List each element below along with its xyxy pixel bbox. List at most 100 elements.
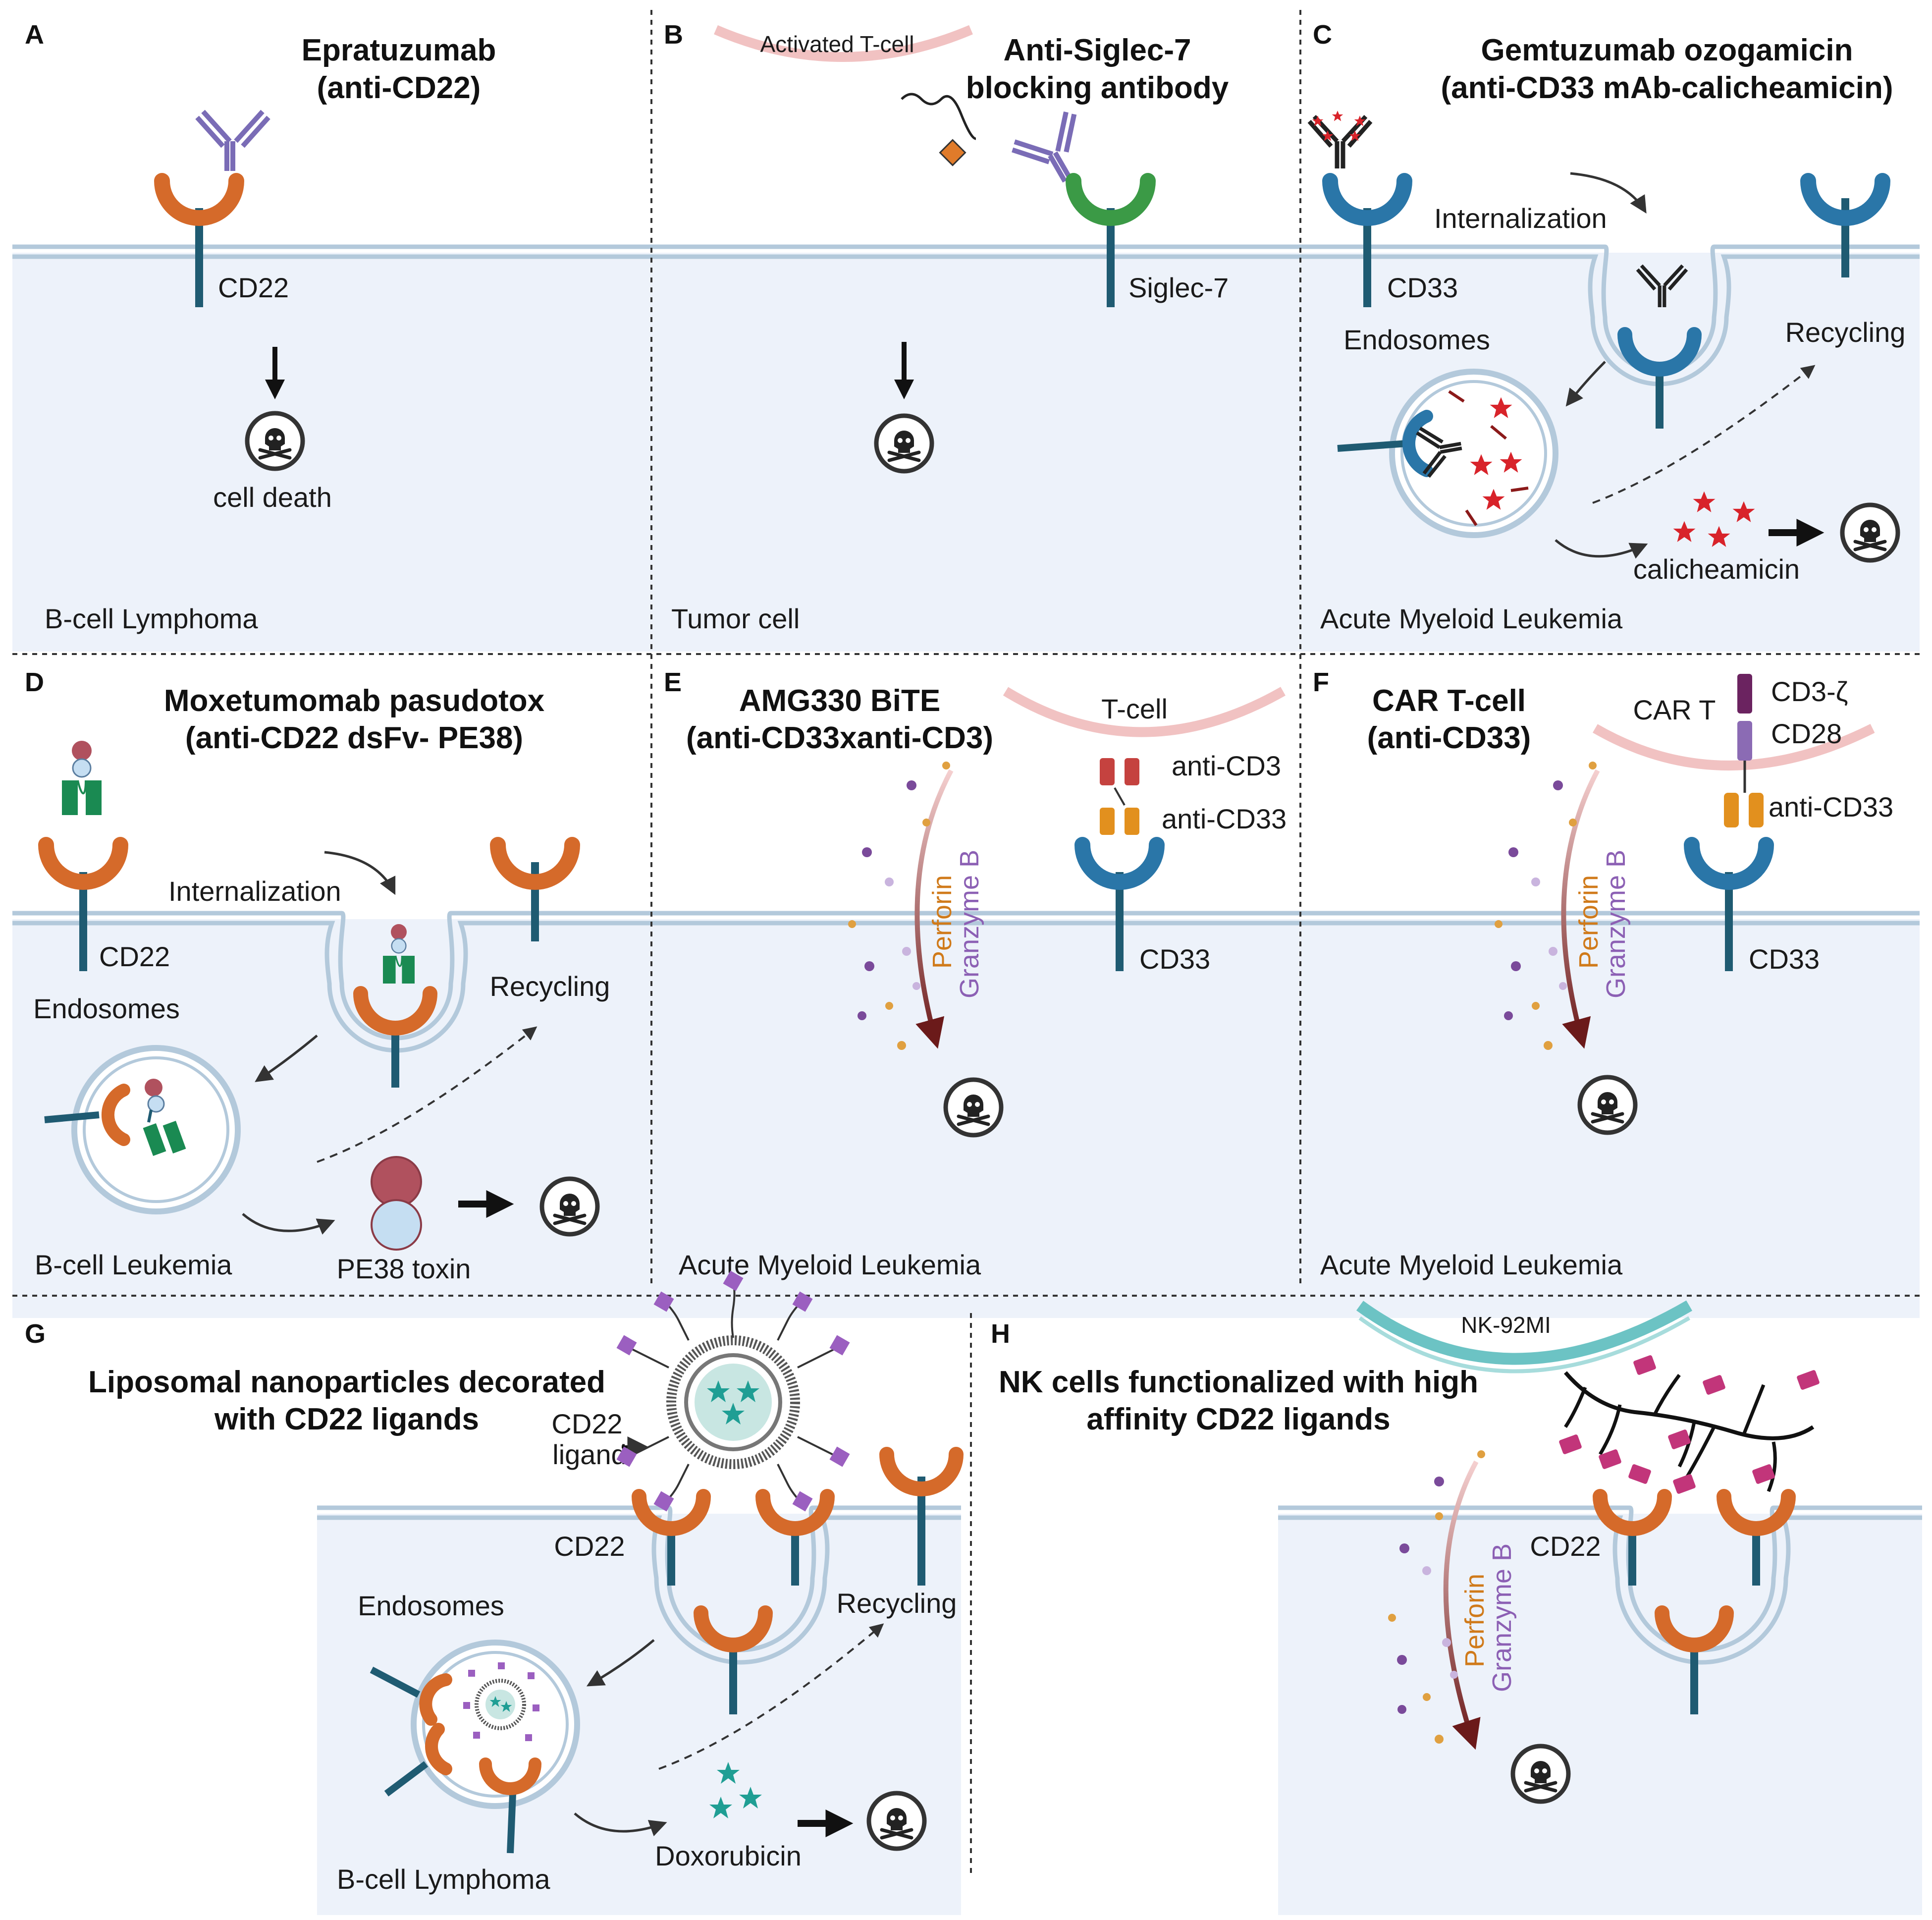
granule-dots (1388, 1450, 1485, 1744)
panel-d: D Moxetumomab pasudotox (anti-CD22 dsFv-… (25, 667, 610, 1284)
anti-cd33-label: anti-CD33 (1769, 791, 1893, 823)
granzyme-b-label: Granzyme B (955, 850, 984, 998)
bite-molecule-icon (1100, 758, 1139, 835)
panel-f-title-line1: CAR T-cell (1372, 684, 1526, 718)
internalized-cd22-icon (1655, 1605, 1734, 1652)
anti-cd33-label: anti-CD33 (1162, 803, 1287, 834)
cell-type-label: Acute Myeloid Leukemia (1320, 1249, 1623, 1280)
nk-cell-membrane (1356, 1300, 1693, 1365)
arrow-icon (1565, 361, 1606, 407)
internalized-cd22-icon (353, 986, 437, 1036)
panel-dividers (12, 10, 1920, 1878)
panel-f-title-line2: (anti-CD33) (1367, 721, 1531, 755)
panel-letter-f: F (1313, 667, 1329, 697)
epratuzumab-antibody-icon (197, 111, 268, 171)
arrow-icon (324, 851, 396, 895)
arrow-icon (255, 1035, 318, 1082)
panel-g-title-line2: with CD22 ligands (214, 1402, 479, 1436)
recycling-label: Recycling (1785, 317, 1906, 348)
cd28-label: CD28 (1771, 718, 1842, 749)
cd33-label: CD33 (1139, 943, 1210, 975)
internalization-label: Internalization (168, 876, 341, 907)
panel-letter-h: H (991, 1319, 1010, 1349)
panel-d-title-line1: Moxetumomab pasudotox (164, 684, 545, 718)
perforin-label: Perforin (1460, 1574, 1490, 1667)
panel-a-title-line1: Epratuzumab (302, 33, 496, 67)
internalization-label: Internalization (1434, 203, 1607, 234)
perforin-label: Perforin (1574, 875, 1604, 969)
endosomes-label: Endosomes (33, 993, 180, 1024)
panel-letter-a: A (25, 20, 44, 50)
arrow-icon (242, 1213, 335, 1235)
panel-c-title-line2: (anti-CD33 mAb-calicheamicin) (1441, 71, 1893, 105)
cd28-domain-icon (1737, 721, 1752, 761)
cell-type-label: Acute Myeloid Leukemia (1320, 603, 1623, 634)
panel-letter-g: G (25, 1319, 46, 1349)
cell-type-label: Acute Myeloid Leukemia (679, 1249, 981, 1280)
panel-h-title-line1: NK cells functionalized with high (999, 1365, 1478, 1399)
recycled-cd22-icon (879, 1447, 964, 1496)
cell-type-label: B-cell Lymphoma (337, 1864, 550, 1895)
perforin-label: Perforin (927, 875, 957, 969)
cytotoxic-arrow (1561, 769, 1600, 1049)
activated-t-cell-label: Activated T-cell (760, 31, 914, 57)
panel-a-title-line2: (anti-CD22) (317, 71, 481, 105)
cd22-receptor-icon (38, 837, 128, 890)
t-cell-label: T-cell (1101, 693, 1168, 724)
panel-c-title-line1: Gemtuzumab ozogamicin (1481, 33, 1853, 67)
endosomal-liposome-icon (463, 1662, 539, 1741)
skull-icon (542, 1179, 597, 1234)
liposome-icon (616, 1270, 850, 1512)
cytotoxic-arrow (914, 769, 954, 1049)
panel-letter-c: C (1313, 20, 1332, 50)
cell-death-label: cell death (213, 482, 332, 513)
granzyme-b-label: Granzyme B (1601, 850, 1631, 998)
panel-h-title-line2: affinity CD22 ligands (1086, 1402, 1390, 1436)
cd22-ligand-label-line2: ligand (552, 1439, 626, 1470)
panel-h: H NK cells functionalized with high affi… (991, 1300, 1820, 1802)
t-cell-membrane (714, 25, 973, 62)
cd33-receptor-icon (1684, 837, 1774, 890)
car-t-cell-membrane (1593, 724, 1875, 770)
panel-c: C Gemtuzumab ozogamicin (anti-CD33 mAb-c… (1309, 20, 1905, 634)
cd22-receptor-icon (755, 1489, 835, 1536)
cd22-label: CD22 (1530, 1531, 1601, 1562)
panel-letter-e: E (664, 667, 682, 697)
endosomes-label: Endosomes (1343, 324, 1490, 355)
blocking-antibody-icon (1010, 109, 1101, 196)
endosomal-cd22-icon (101, 1084, 130, 1146)
panel-d-title-line2: (anti-CD22 dsFv- PE38) (185, 721, 523, 755)
cd33-label: CD33 (1749, 943, 1820, 975)
granzyme-b-label: Granzyme B (1487, 1543, 1517, 1692)
skull-icon (1580, 1077, 1635, 1133)
endosomal-dsfv-icon (143, 1109, 186, 1156)
endosomal-cd33-icon (1402, 410, 1433, 477)
granule-dots (848, 762, 950, 1050)
cd22-receptor-icon (632, 1489, 711, 1536)
skull-icon (946, 1080, 1001, 1135)
siglec7-receptor-icon (1066, 173, 1156, 226)
recycling-arrow (1592, 365, 1816, 504)
released-payload-icon (1448, 390, 1529, 526)
panel-letter-d: D (25, 667, 44, 697)
siglec-ligand-icon (939, 139, 966, 166)
cd22-label: CD22 (99, 941, 170, 972)
cd3-zeta-label: CD3-ζ (1771, 676, 1848, 707)
arrow-icon (1555, 539, 1648, 559)
panel-g: G Liposomal nanoparticles decorated with… (25, 1270, 964, 1895)
cell-type-label: B-cell Leukemia (35, 1249, 232, 1280)
panel-e-title-line2: (anti-CD33xanti-CD3) (686, 721, 993, 755)
skull-icon (1842, 505, 1898, 560)
recycling-label: Recycling (837, 1588, 957, 1619)
cd22-label: CD22 (218, 272, 289, 303)
doxorubicin-label: Doxorubicin (655, 1840, 802, 1871)
cd33-receptor-icon (1074, 837, 1165, 890)
cd22-label: CD22 (554, 1531, 625, 1562)
recycled-cd22-icon (490, 837, 580, 890)
arrow-icon (574, 1812, 667, 1837)
endosomes-label: Endosomes (358, 1590, 504, 1621)
panel-g-title-line1: Liposomal nanoparticles decorated (88, 1365, 605, 1399)
cd22-ligand-label-line1: CD22 (551, 1408, 622, 1439)
panel-f: F CAR T-cell (anti-CD33) CAR T CD3-ζ CD2… (1313, 667, 1893, 1280)
internalized-cd33-icon (1617, 327, 1702, 377)
